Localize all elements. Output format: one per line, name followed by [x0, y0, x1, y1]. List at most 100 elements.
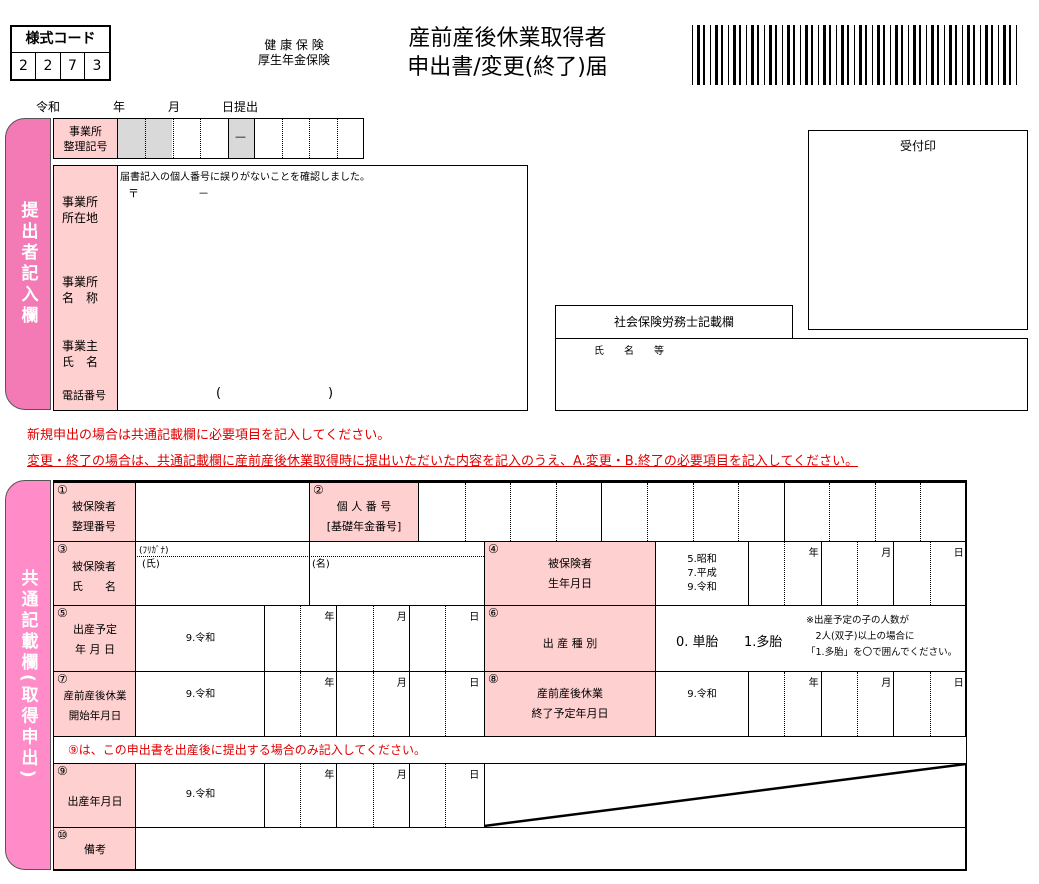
- ymd-label-y: 年: [808, 548, 819, 559]
- office-info-box: 事業所 所在地 事業所 名 称 事業主 氏 名 電話番号 届書記入の個人番号に誤…: [53, 165, 528, 411]
- office-name-label: 事業所 名 称: [62, 275, 99, 305]
- barcode-bar: [733, 25, 736, 85]
- postal-mark: 〒: [128, 187, 139, 200]
- ymd-label-y: 年: [324, 612, 335, 623]
- barcode-bar: [739, 25, 741, 85]
- barcode-bar: [859, 25, 862, 85]
- barcode-bar: [926, 25, 927, 85]
- field-9: ⑨ 出産年月日: [54, 764, 136, 827]
- title-line1: 産前産後休業取得者: [408, 26, 607, 51]
- barcode-bar: [1003, 25, 1006, 85]
- field-9-label: 出産年月日: [67, 795, 123, 808]
- barcode-bar: [877, 25, 880, 85]
- form-code-label: 様式コード: [12, 27, 109, 53]
- ymd-label-d: 日: [953, 678, 964, 689]
- insured-number-input[interactable]: [137, 483, 309, 541]
- barcode-bar: [908, 25, 909, 85]
- leave-start-era[interactable]: 9.令和: [185, 688, 216, 700]
- barcode-bar: [769, 25, 772, 85]
- office-code-label: 事業所 整理記号: [54, 119, 118, 158]
- postal-dash: －: [198, 187, 209, 200]
- field-5: ⑤ 出産予定 年 月 日: [54, 606, 136, 671]
- ymd-label-y: 年: [324, 770, 335, 781]
- barcode-bar: [962, 25, 963, 85]
- birth-type-multiple[interactable]: 1.多胎: [744, 635, 783, 650]
- office-code-dash-cell: —: [228, 119, 255, 158]
- date-day: 日提出: [222, 100, 259, 114]
- barcode-bar: [764, 25, 765, 85]
- field-5-label: 出産予定 年 月 日: [73, 623, 117, 656]
- barcode-bar: [931, 25, 934, 85]
- barcode-bar: [775, 25, 777, 85]
- form-code-digit: 7: [61, 53, 85, 79]
- note-new: 新規申出の場合は共通記載欄に必要項目を記入してください。: [27, 428, 391, 443]
- ymd-label-d: 日: [469, 612, 480, 623]
- sharoshi-box: 氏 名 等: [555, 338, 1028, 411]
- barcode-bar: [836, 25, 837, 85]
- barcode-bar: [1016, 25, 1017, 85]
- field-number: ④: [488, 542, 499, 556]
- field-2-label: 個 人 番 号 [基礎年金番号]: [326, 500, 402, 533]
- birth-date-era[interactable]: 9.令和: [185, 788, 216, 800]
- barcode-bar: [800, 25, 801, 85]
- barcode-bar: [919, 25, 921, 85]
- field-number: ⑦: [57, 672, 68, 686]
- barcode-bar: [890, 25, 891, 85]
- leave-end-era[interactable]: 9.令和: [687, 688, 717, 700]
- reception-stamp-box: 受付印: [808, 130, 1028, 330]
- phone-close: ): [328, 386, 334, 401]
- field-number: ⑥: [488, 606, 499, 620]
- title-line2: 申出書/変更(終了)届: [407, 55, 608, 80]
- pension-insurance: 厚生年金保険: [258, 53, 331, 67]
- ymd-label-m: 月: [396, 770, 407, 781]
- date-era: 令和: [36, 100, 61, 114]
- ymd-label-y: 年: [324, 678, 335, 689]
- surname-label: (氏): [142, 559, 160, 570]
- barcode-bar: [901, 25, 903, 85]
- birth-type-single[interactable]: 0. 単胎: [676, 635, 719, 650]
- ymd-label-d: 日: [953, 548, 964, 559]
- sharoshi-name-label: 氏 名 等: [594, 346, 664, 357]
- field-number: ③: [57, 542, 68, 556]
- barcode-bar: [823, 25, 826, 85]
- field-number: ⑧: [488, 672, 499, 686]
- barcode-bar: [967, 25, 970, 85]
- barcode-bar: [757, 25, 759, 85]
- phone-label: 電話番号: [62, 389, 106, 402]
- barcode-bar: [998, 25, 999, 85]
- health-insurance: 健 康 保 険: [264, 38, 324, 52]
- date-year: 年: [113, 100, 126, 114]
- furigana-label: (ﾌﾘｶﾞﾅ): [139, 546, 169, 556]
- field-number: ⑨: [57, 764, 68, 778]
- field-number: ⑩: [57, 828, 68, 842]
- barcode-bar: [841, 25, 844, 85]
- barcode-bar: [829, 25, 831, 85]
- barcode-bar: [818, 25, 819, 85]
- barcode-bar: [895, 25, 898, 85]
- barcode-bar: [937, 25, 939, 85]
- barcode-bar: [854, 25, 855, 85]
- barcode-bar: [710, 25, 711, 85]
- remarks-input[interactable]: [137, 828, 965, 869]
- ymd-label-m: 月: [881, 678, 892, 689]
- ymd-label-m: 月: [396, 678, 407, 689]
- barcode-bar: [793, 25, 795, 85]
- field-10-label: 備考: [84, 843, 106, 856]
- due-date-era[interactable]: 9.令和: [185, 633, 216, 644]
- barcode: [692, 25, 1017, 85]
- field-number: ⑤: [57, 606, 68, 620]
- barcode-bar: [715, 25, 718, 85]
- common-tab: 共通記載欄(取得申出): [5, 480, 51, 870]
- birth-era-options[interactable]: 5.昭和 7.平成 9.令和: [687, 553, 717, 593]
- barcode-bar: [811, 25, 813, 85]
- barcode-bar: [944, 25, 945, 85]
- barcode-bar: [721, 25, 723, 85]
- ymd-label-d: 日: [469, 770, 480, 781]
- form-code-box: 様式コード 2 2 7 3: [10, 25, 111, 81]
- barcode-bar: [985, 25, 988, 85]
- note-change: 変更・終了の場合は、共通記載欄に産前産後休業取得時に提出いただいた内容を記入のう…: [27, 454, 859, 469]
- field-4-label: 被保険者 生年月日: [548, 557, 592, 590]
